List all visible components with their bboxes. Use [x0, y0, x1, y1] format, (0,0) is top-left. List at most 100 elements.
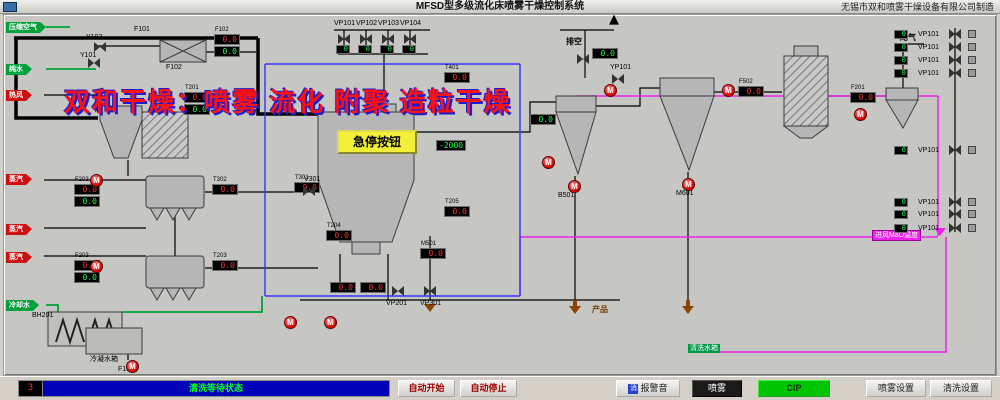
valve-icon[interactable] [949, 197, 961, 207]
display-label: T203 [213, 253, 227, 259]
hand-valve-icon[interactable] [968, 30, 976, 38]
display-label: T204 [327, 223, 341, 229]
numeric-display: 0.0 [592, 48, 618, 59]
valve-icon[interactable] [360, 34, 372, 44]
numeric-display: 0 [894, 146, 908, 155]
source-arrow: 冷却水 [6, 300, 39, 311]
numeric-display: 0 [894, 224, 908, 233]
pump-icon[interactable]: M [568, 180, 581, 193]
pipe-label: VP301 [420, 300, 442, 307]
valve-icon[interactable] [612, 74, 624, 84]
numeric-display: 0 [894, 210, 908, 219]
pump-icon[interactable]: M [126, 360, 139, 373]
window-icon [3, 2, 17, 12]
hand-valve-icon[interactable] [968, 224, 976, 232]
pump-icon[interactable]: M [854, 108, 867, 121]
pump-icon[interactable]: M [284, 316, 297, 329]
valve-icon[interactable] [94, 42, 106, 52]
emergency-stop-button[interactable]: 急停按钮 [337, 130, 417, 154]
watermark-text: 双和干燥：喷雾 流化 附聚 造粒干燥 [64, 82, 512, 119]
pipe-label: 清洗水箱 [688, 344, 720, 353]
valve-icon[interactable] [382, 34, 394, 44]
pump-icon[interactable]: M [324, 316, 337, 329]
display-label: F102 [215, 27, 229, 33]
valve-icon[interactable] [949, 145, 961, 155]
source-arrow: 蒸汽 [6, 174, 32, 185]
pipe-label: BH201 [32, 312, 54, 319]
display-label: F203 [75, 177, 89, 183]
hand-valve-icon[interactable] [968, 69, 976, 77]
source-arrow: 蒸汽 [6, 252, 32, 263]
source-arrow: 纯水 [6, 64, 32, 75]
pipe-label: YP101 [610, 64, 632, 71]
page-title: MFSD型多级流化床喷雾干燥控制系统 [415, 1, 585, 12]
valve-icon[interactable] [949, 209, 961, 219]
pipe-label: VP201 [386, 300, 408, 307]
hand-valve-icon[interactable] [968, 210, 976, 218]
button-mute-alarm[interactable]: 消报警音 [616, 380, 680, 397]
button-spray[interactable]: 喷雾 [692, 380, 742, 397]
title-bar: MFSD型多级流化床喷雾干燥控制系统 无锡市双和喷雾干燥设备有限公司制造 [0, 0, 1000, 14]
pump-icon[interactable]: M [682, 178, 695, 191]
button-cip[interactable]: CIP [758, 380, 830, 397]
numeric-display: 0 [358, 45, 372, 54]
valve-icon[interactable] [949, 68, 961, 78]
valve-icon[interactable] [949, 29, 961, 39]
valve-icon[interactable] [577, 54, 589, 64]
numeric-display: 0 [894, 30, 908, 39]
button-clean-settings[interactable]: 清洗设置 [930, 380, 992, 397]
status-panel: 3 清洗等待状态 [18, 380, 390, 397]
display-label: T401 [445, 65, 459, 71]
hand-valve-icon[interactable] [968, 56, 976, 64]
valve-icon[interactable] [949, 55, 961, 65]
display-label: T301 [295, 175, 309, 181]
status-counter-display: 3 [19, 381, 43, 396]
valve-icon[interactable] [949, 42, 961, 52]
numeric-display: 0.0 [330, 282, 356, 293]
pump-icon[interactable]: M [90, 174, 103, 187]
hand-valve-icon[interactable] [968, 198, 976, 206]
valve-icon[interactable] [392, 286, 404, 296]
button-auto-stop[interactable]: 自动停止 [460, 380, 517, 397]
valve-label: VP104 [400, 20, 422, 27]
button-spray-settings[interactable]: 喷雾设置 [866, 380, 926, 397]
pump-icon[interactable]: M [542, 156, 555, 169]
hand-valve-icon[interactable] [968, 146, 976, 154]
valve-label: VP101 [918, 44, 940, 51]
pipe-label: 排空 [566, 37, 582, 46]
valve-icon[interactable] [338, 34, 350, 44]
button-auto-start[interactable]: 自动开始 [398, 380, 455, 397]
pump-icon[interactable]: M [722, 84, 735, 97]
valve-label: VP101 [918, 57, 940, 64]
valve-icon[interactable] [424, 286, 436, 296]
numeric-display: -2000 [436, 140, 467, 151]
watermark-prefix: 双和干燥： [64, 87, 205, 117]
numeric-display: 0 [336, 45, 350, 54]
valve-label: VP101 [918, 199, 940, 206]
numeric-display: 0 [894, 43, 908, 52]
hand-valve-icon[interactable] [968, 43, 976, 51]
numeric-display: 0 [402, 45, 416, 54]
pump-icon[interactable]: M [604, 84, 617, 97]
mute-icon: 消 [628, 383, 639, 394]
pump-icon[interactable]: M [90, 260, 103, 273]
valve-icon[interactable] [404, 34, 416, 44]
pipe-label: B501 [558, 192, 575, 199]
valve-icon[interactable] [949, 223, 961, 233]
pipe-label: 冷凝水箱 [90, 356, 118, 363]
numeric-display: 0.0 [74, 196, 100, 207]
valve-icon[interactable] [88, 58, 100, 68]
valve-icon[interactable] [303, 186, 315, 196]
pipe-label: 产品 [592, 305, 608, 314]
numeric-display: 0 [380, 45, 394, 54]
display-label: F201 [851, 85, 865, 91]
